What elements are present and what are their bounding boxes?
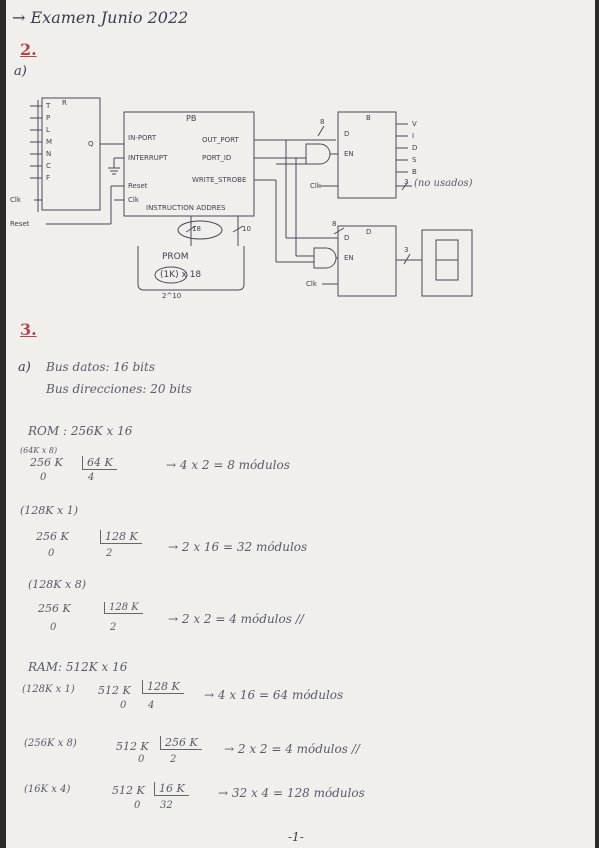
bus-8-top-label: 8 (320, 118, 325, 126)
ram-item-2-divisor: 256 K (160, 736, 202, 750)
prom-address-space-label: 2^10 (162, 292, 182, 300)
register-d-block (337, 225, 397, 297)
page-title: → Examen Junio 2022 (12, 8, 189, 27)
rom-item-2-label: (128K x 1) (20, 504, 78, 517)
ram-item-3-label: (16K x 4) (24, 784, 71, 795)
rom-item-1-dividend: 256 K (30, 456, 63, 469)
input-l-label: L (46, 126, 50, 134)
output-d-label: D (412, 144, 418, 152)
register-b-title: B (366, 114, 371, 122)
rom-item-3-quotient: 2 (110, 622, 117, 633)
input-c-label: C (46, 162, 51, 170)
reset-left-label: Reset (10, 220, 30, 228)
part-a-3-label: a) (18, 360, 31, 375)
register-b-clk-label: Clk (310, 182, 321, 190)
register-d-clk-label: Clk (306, 280, 317, 288)
ram-item-3-result: → 32 x 4 = 128 módulos (218, 786, 365, 800)
pb-write-strobe-label: WRITE_STROBE (192, 176, 247, 184)
clk-left-label: Clk (10, 196, 21, 204)
pb-interrupt-label: INTERRUPT (128, 154, 168, 162)
bus-datos-line: Bus datos: 16 bits (46, 360, 156, 374)
ram-item-3-dividend: 512 K (112, 784, 145, 797)
rom-item-1-quotient: 4 (88, 472, 95, 483)
output-i-label: I (412, 132, 415, 140)
ram-item-3-divisor: 16 K (154, 782, 189, 796)
bus-3-b-label: 3 (404, 178, 409, 186)
input-f-label: F (46, 174, 51, 182)
prom-block (137, 246, 245, 291)
ram-item-2-remainder: 0 (138, 754, 145, 765)
input-m-label: M (46, 138, 53, 146)
prom-title: PROM (162, 252, 189, 262)
rom-item-1-label: (64K x 8) (20, 446, 58, 455)
picoblaze-block (123, 111, 255, 217)
seven-segment-display (421, 229, 473, 297)
rom-item-2-divisor: 128 K (100, 530, 142, 544)
register-d-d-label: D (344, 234, 350, 242)
prom-size-label: (1K) x 18 (160, 270, 202, 280)
rom-item-1-remainder: 0 (40, 472, 47, 483)
rom-item-3-divisor: 128 K (104, 602, 143, 614)
register-b-en-label: EN (344, 150, 354, 158)
bus-3-d-label: 3 (404, 246, 409, 254)
input-n-label: N (46, 150, 52, 158)
rom-item-1-divisor: 64 K (82, 456, 117, 470)
bus-8-mid-label: 8 (332, 220, 337, 228)
rom-item-2-quotient: 2 (106, 548, 113, 559)
section-3-heading: 3. (20, 320, 37, 339)
rom-item-2-result: → 2 x 16 = 32 módulos (168, 540, 308, 554)
register-d-title: D (366, 228, 372, 236)
section-2-heading: 2. (20, 40, 37, 59)
page-number: -1- (288, 830, 304, 844)
ram-item-1-label: (128K x 1) (22, 684, 75, 695)
rom-item-1-result: → 4 x 2 = 8 módulos (166, 458, 290, 472)
and-gate-d (313, 247, 337, 269)
pb-instruction-address-label: INSTRUCTION ADDRES (146, 204, 226, 212)
rom-header: ROM : 256K x 16 (28, 424, 133, 438)
rom-item-3-label: (128K x 8) (28, 578, 86, 591)
input-p-label: P (46, 114, 51, 122)
ram-item-1-result: → 4 x 16 = 64 módulos (204, 688, 344, 702)
ram-item-2-dividend: 512 K (116, 740, 149, 753)
notebook-page: → Examen Junio 2022 2. a) (6, 0, 595, 848)
bus-direcciones-line: Bus direcciones: 20 bits (46, 382, 192, 396)
input-t-label: T (46, 102, 51, 110)
pb-in-port-label: IN-PORT (128, 134, 157, 142)
pb-out-port-label: OUT_PORT (202, 136, 239, 144)
ram-item-2-quotient: 2 (170, 754, 177, 765)
rom-item-3-remainder: 0 (50, 622, 57, 633)
circuit-diagram (30, 97, 473, 297)
ram-item-3-quotient: 32 (160, 800, 173, 811)
pb-reset-label: Reset (128, 182, 148, 190)
register-r-title: R (62, 99, 67, 107)
bus-18-label: 18 (192, 225, 201, 233)
picoblaze-title: PB (186, 114, 197, 123)
rom-item-2-remainder: 0 (48, 548, 55, 559)
no-usados-note: (no usados) (414, 178, 473, 189)
ram-header: RAM: 512K x 16 (28, 660, 128, 674)
ram-item-1-dividend: 512 K (98, 684, 131, 697)
bus-10-label: 10 (242, 225, 251, 233)
rom-item-3-result: → 2 x 2 = 4 módulos // (168, 612, 304, 626)
rom-item-2-dividend: 256 K (36, 530, 69, 543)
register-b-block (337, 111, 397, 199)
ram-item-1-divisor: 128 K (142, 680, 184, 694)
ram-item-1-quotient: 4 (148, 700, 155, 711)
pb-clk-label: Clk (128, 196, 139, 204)
and-gate-b (305, 143, 331, 165)
output-v-label: V (412, 120, 417, 128)
ram-item-1-remainder: 0 (120, 700, 127, 711)
pb-port-id-label: PORT_ID (202, 154, 232, 162)
ram-item-2-label: (256K x 8) (24, 738, 77, 749)
output-b-label: B (412, 168, 417, 176)
register-d-en-label: EN (344, 254, 354, 262)
ram-item-2-result: → 2 x 2 = 4 módulos // (224, 742, 360, 756)
register-r-q-label: Q (88, 140, 94, 148)
rom-item-3-dividend: 256 K (38, 602, 71, 615)
ram-item-3-remainder: 0 (134, 800, 141, 811)
output-s-label: S (412, 156, 417, 164)
part-a-label: a) (14, 64, 27, 79)
register-b-d-label: D (344, 130, 350, 138)
